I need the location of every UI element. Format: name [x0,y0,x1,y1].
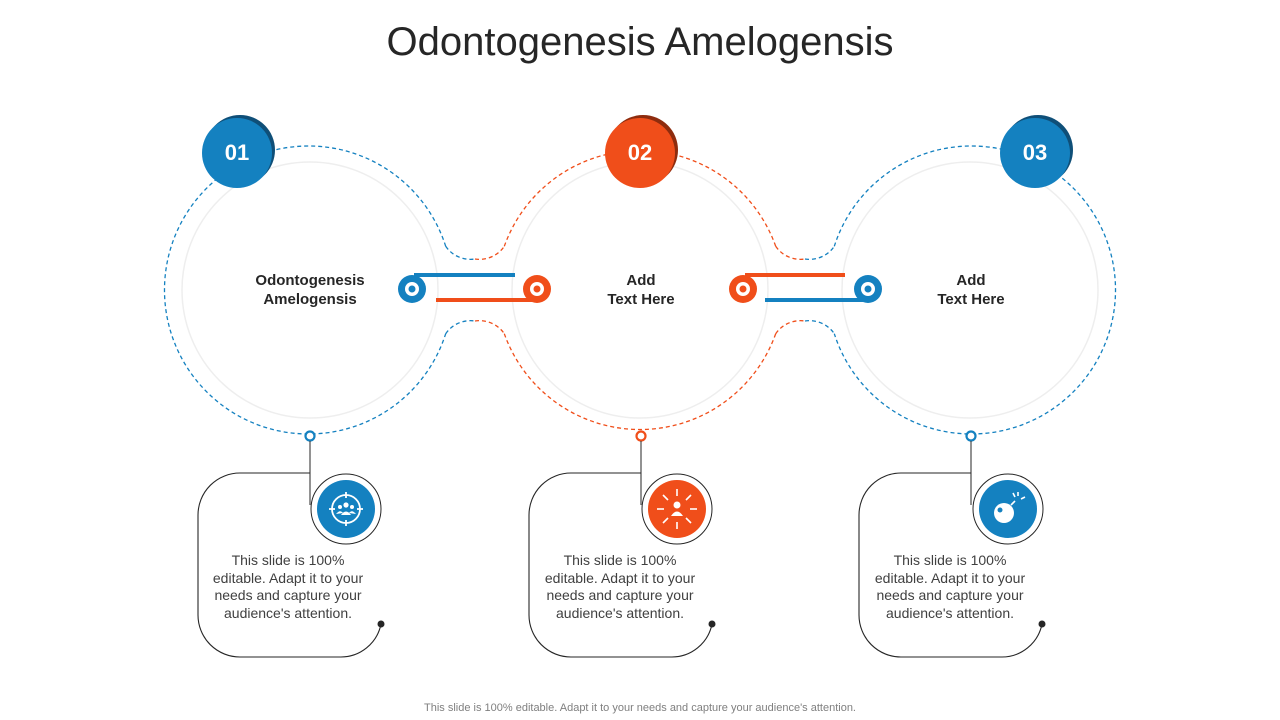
dashed-outline-1 [163,145,447,435]
circle-label-2: Add Text Here [607,272,675,308]
description-card-3 [858,472,1043,658]
description-card-2 [528,472,713,658]
card-description-2: This slide is 100% editable. Adapt it to… [544,552,696,621]
connector-arc-top-2a [474,245,505,260]
inner-circle-3 [841,161,1099,419]
step-number-1: 01 [224,140,250,165]
target-group-icon [329,492,363,526]
footer-note: This slide is 100% editable. Adapt it to… [424,702,856,714]
number-badge-2 [605,115,678,188]
circle-label-3: Add Text Here [937,272,1005,308]
stem-2 [635,430,647,505]
circle-label-1: Odontogenesis Amelogensis [255,272,365,308]
roller-connector-1-2 [398,273,551,303]
dashed-outline-3 [833,145,1117,435]
card-description-3: This slide is 100% editable. Adapt it to… [874,552,1026,621]
dashed-outline-2-bottom [503,333,777,431]
number-badge-3 [1000,115,1073,188]
connector-arc-top-2b [775,245,806,260]
number-badge-1 [202,115,275,188]
connector-arc-bottom-2b [775,320,806,335]
connector-arc-bottom-1 [445,320,476,335]
description-card-1 [197,472,382,658]
step-number-3: 03 [1022,140,1048,165]
connector-arc-bottom-3 [804,320,835,335]
bomb-icon [994,492,1026,523]
step-number-2: 02 [627,140,653,165]
roller-connector-2-3 [729,273,882,303]
connector-arc-bottom-2a [474,320,505,335]
inner-circle-1 [181,161,439,419]
stem-1 [304,430,316,505]
card-description-1: This slide is 100% editable. Adapt it to… [212,552,364,621]
stem-3 [965,430,977,505]
connector-arc-top-1 [445,245,476,260]
expand-person-icon [657,489,697,529]
slide-title: Odontogenesis Amelogensis [386,20,894,64]
connector-arc-top-3 [804,245,835,260]
